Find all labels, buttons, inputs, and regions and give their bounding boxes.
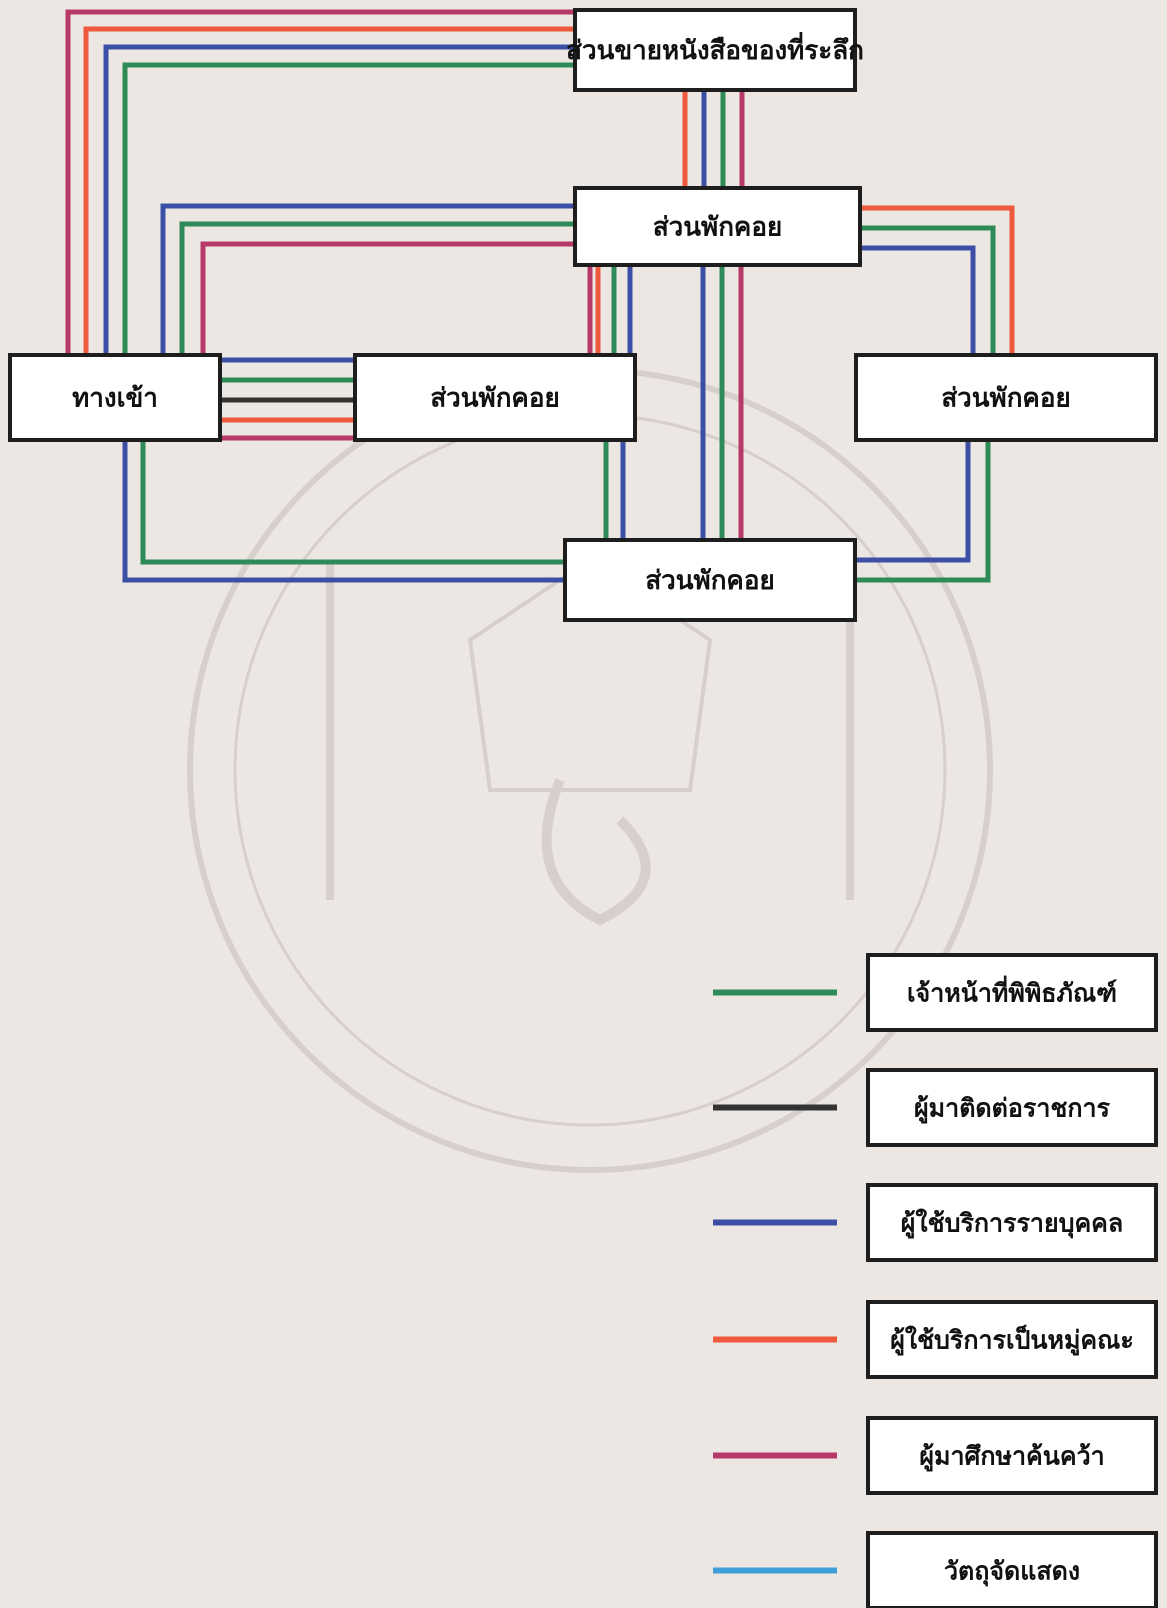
node-box <box>854 353 1158 442</box>
legend-box <box>866 1300 1158 1379</box>
node-label: ส่วนขายหนังสือของที่ระลึก <box>566 31 864 66</box>
node-label: ส่วนพักคอย <box>653 213 782 243</box>
nodes: ส่วนขายหนังสือของที่ระลึกส่วนพักคอยทางเข… <box>8 8 1158 622</box>
node-label: ส่วนพักคอย <box>645 566 774 596</box>
connection-line-individual <box>160 203 575 355</box>
legend-box <box>866 1531 1158 1608</box>
connection-line-individual <box>122 440 565 583</box>
legend-item-official: ผู้มาติดต่อราชการ <box>713 1068 1158 1147</box>
node-souvenir: ส่วนขายหนังสือของที่ระลึก <box>566 8 864 92</box>
node-label: ทางเข้า <box>72 384 158 414</box>
legend-item-researcher: ผู้มาศึกษาค้นคว้า <box>713 1416 1158 1495</box>
legend-label: วัตถุจัดแสดง <box>944 1557 1080 1588</box>
node-rest-top: ส่วนพักคอย <box>573 186 862 267</box>
connection-line-group <box>83 26 575 355</box>
node-box <box>573 8 857 92</box>
node-rest-right: ส่วนพักคอย <box>854 353 1158 442</box>
legend-label: ผู้ใช้บริการรายบุคคล <box>901 1208 1123 1240</box>
node-rest-bottom: ส่วนพักคอย <box>563 538 857 622</box>
connection-line-staff <box>860 225 996 355</box>
connection-line-group <box>860 205 1015 355</box>
connection-line-individual <box>860 245 976 355</box>
connection-line-staff <box>122 62 575 355</box>
connection-line-staff <box>179 221 575 355</box>
legend-item-group: ผู้ใช้บริการเป็นหมู่คณะ <box>713 1300 1158 1379</box>
node-entrance: ทางเข้า <box>8 353 222 442</box>
legend: เจ้าหน้าที่พิพิธภัณฑ์ผู้มาติดต่อราชการผู… <box>713 953 1158 1608</box>
legend-item-exhibit: วัตถุจัดแสดง <box>713 1531 1158 1608</box>
legend-box <box>866 1183 1158 1262</box>
legend-box <box>866 1068 1158 1147</box>
node-box <box>353 353 637 442</box>
legend-label: ผู้มาศึกษาค้นคว้า <box>919 1442 1104 1473</box>
legend-box <box>866 953 1158 1032</box>
legend-item-individual: ผู้ใช้บริการรายบุคคล <box>713 1183 1158 1262</box>
connection-line-individual <box>103 44 575 355</box>
connection-line-researcher <box>200 241 575 355</box>
node-rest-mid: ส่วนพักคอย <box>353 353 637 442</box>
connection-line-staff <box>855 440 991 583</box>
connection-line-individual <box>855 440 971 563</box>
node-box <box>563 538 857 622</box>
node-label: ส่วนพักคอย <box>430 384 559 414</box>
legend-label: เจ้าหน้าที่พิพิธภัณฑ์ <box>907 976 1117 1008</box>
connection-lines <box>65 9 1015 583</box>
node-label: ส่วนพักคอย <box>941 384 1070 414</box>
legend-box <box>866 1416 1158 1495</box>
legend-label: ผู้ใช้บริการเป็นหมู่คณะ <box>890 1325 1134 1357</box>
watermark-seal <box>187 367 993 1173</box>
connection-line-staff <box>140 440 565 565</box>
node-box <box>8 353 222 442</box>
legend-item-staff: เจ้าหน้าที่พิพิธภัณฑ์ <box>713 953 1158 1032</box>
legend-label: ผู้มาติดต่อราชการ <box>914 1094 1110 1125</box>
node-box <box>573 186 862 267</box>
connection-line-researcher <box>65 9 575 355</box>
